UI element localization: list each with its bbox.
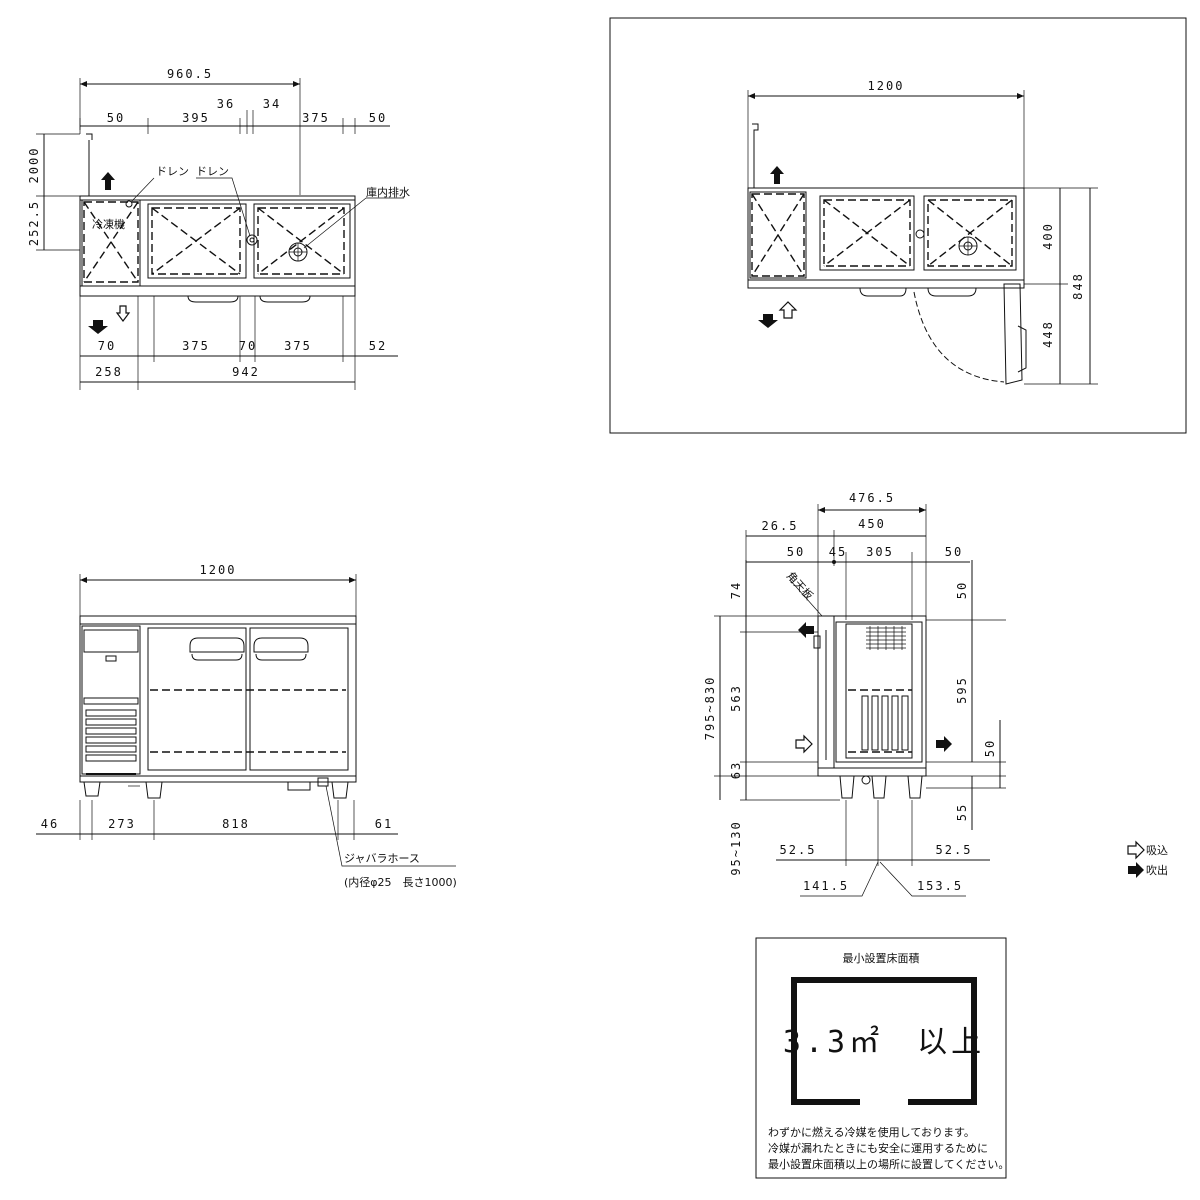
side-dim-305: 305 [866,545,894,559]
side-dim-141-5: 141.5 [803,879,849,893]
intake-legend-icon [1127,840,1145,860]
front-dim-61: 61 [375,817,393,831]
front-dim-273: 273 [108,817,136,831]
floor-note-2: 冷媒が漏れたときにも安全に運用するために [768,1141,988,1155]
dim-375-b: 375 [284,339,312,353]
side-dim-26-5: 26.5 [762,519,799,533]
dim-960-5: 960.5 [167,67,213,81]
angle-top-label: 角天板 [784,569,816,603]
internal-drain-label: 庫内排水 [366,185,410,199]
boxed-plan-frame [609,17,1187,434]
compressor-label: 冷凍機 [92,217,125,231]
side-view: 476.5 26.5 450 50 45 305 50 角天板 [703,491,1006,897]
side-dim-52-5-right: 52.5 [936,843,973,857]
top-plan-view: 960.5 50 395 36 34 375 50 2000 252.5 [27,67,410,390]
side-dim-795-830: 795~830 [703,676,717,741]
boxed-plan-view: 1200 [609,17,1187,434]
side-dim-450: 450 [858,517,886,531]
boxed-dim-400: 400 [1041,222,1055,250]
side-dim-95-130: 95~130 [729,820,743,875]
front-dim-818: 818 [222,817,250,831]
hose-spec: (内径φ25 長さ1000) [344,875,457,889]
exhaust-legend-icon [1128,862,1144,878]
side-dim-476-5: 476.5 [849,491,895,505]
floor-area-title: 最小設置床面積 [843,951,920,965]
side-exhaust-left-arrow-icon [798,622,814,638]
side-dim-50-a: 50 [787,545,805,559]
side-exhaust-right-arrow-icon [936,736,952,752]
dim-70-b: 70 [239,339,257,353]
boxed-dim-848: 848 [1071,272,1085,300]
drain-label-2: ドレン [196,165,229,178]
dim-375-a: 375 [182,339,210,353]
boxed-exhaust-down-arrow-icon [758,314,778,328]
side-dim-55: 55 [955,803,969,821]
front-view: 1200 46 273 [36,563,457,889]
min-floor-area-box: 最小設置床面積 3.3㎡ 以上 わずかに燃える冷媒を使用しております。 冷媒が漏… [755,937,1009,1179]
side-louver [861,695,909,751]
side-dim-74: 74 [729,581,743,599]
front-louver [85,709,137,762]
front-dim-46: 46 [41,817,59,831]
front-dim-1200: 1200 [200,563,237,577]
intake-arrow-icon [115,305,131,322]
legend-intake: 吸込 [1146,844,1168,857]
dim-36: 36 [217,97,235,111]
boxed-intake-arrow-icon [778,301,798,319]
boxed-exhaust-arrow-icon [770,166,784,184]
dim-34: 34 [263,97,281,111]
side-grille [866,626,906,650]
side-dim-45: 45 [829,545,847,559]
side-dim-50-r2: 50 [983,739,997,757]
side-dim-63: 63 [729,761,743,779]
dim-50-right: 50 [369,111,387,125]
side-dim-595: 595 [955,676,969,704]
dim-258: 258 [95,365,123,379]
side-dim-153-5: 153.5 [917,879,963,893]
floor-note-1: わずかに燃える冷媒を使用しております。 [768,1125,975,1139]
side-dim-52-5-left: 52.5 [780,843,817,857]
side-dim-50-b: 50 [945,545,963,559]
dim-2000: 2000 [27,147,41,184]
drain-label-1: ドレン [156,165,189,178]
exhaust-arrow-icon [101,172,115,190]
dim-375-top: 375 [302,111,330,125]
dim-942: 942 [232,365,260,379]
boxed-dim-1200: 1200 [868,79,905,93]
side-dim-563: 563 [729,684,743,712]
boxed-dim-448: 448 [1041,320,1055,348]
exhaust-down-arrow-icon [88,320,108,334]
dim-395: 395 [182,111,210,125]
side-intake-arrow-icon [795,734,813,754]
airflow-legend: 吸込 吹出 [1127,840,1168,878]
dim-70-a: 70 [98,339,116,353]
legend-exhaust: 吹出 [1146,863,1168,877]
dim-252-5: 252.5 [27,200,41,246]
floor-area-value: 3.3㎡ 以上 [783,1025,985,1060]
side-dim-50-r1: 50 [955,581,969,599]
hose-label: ジャバラホース [344,852,420,865]
floor-note-3: 最小設置床面積以上の場所に設置してください。 [768,1157,1009,1171]
dim-50-left: 50 [107,111,125,125]
dim-52: 52 [369,339,387,353]
